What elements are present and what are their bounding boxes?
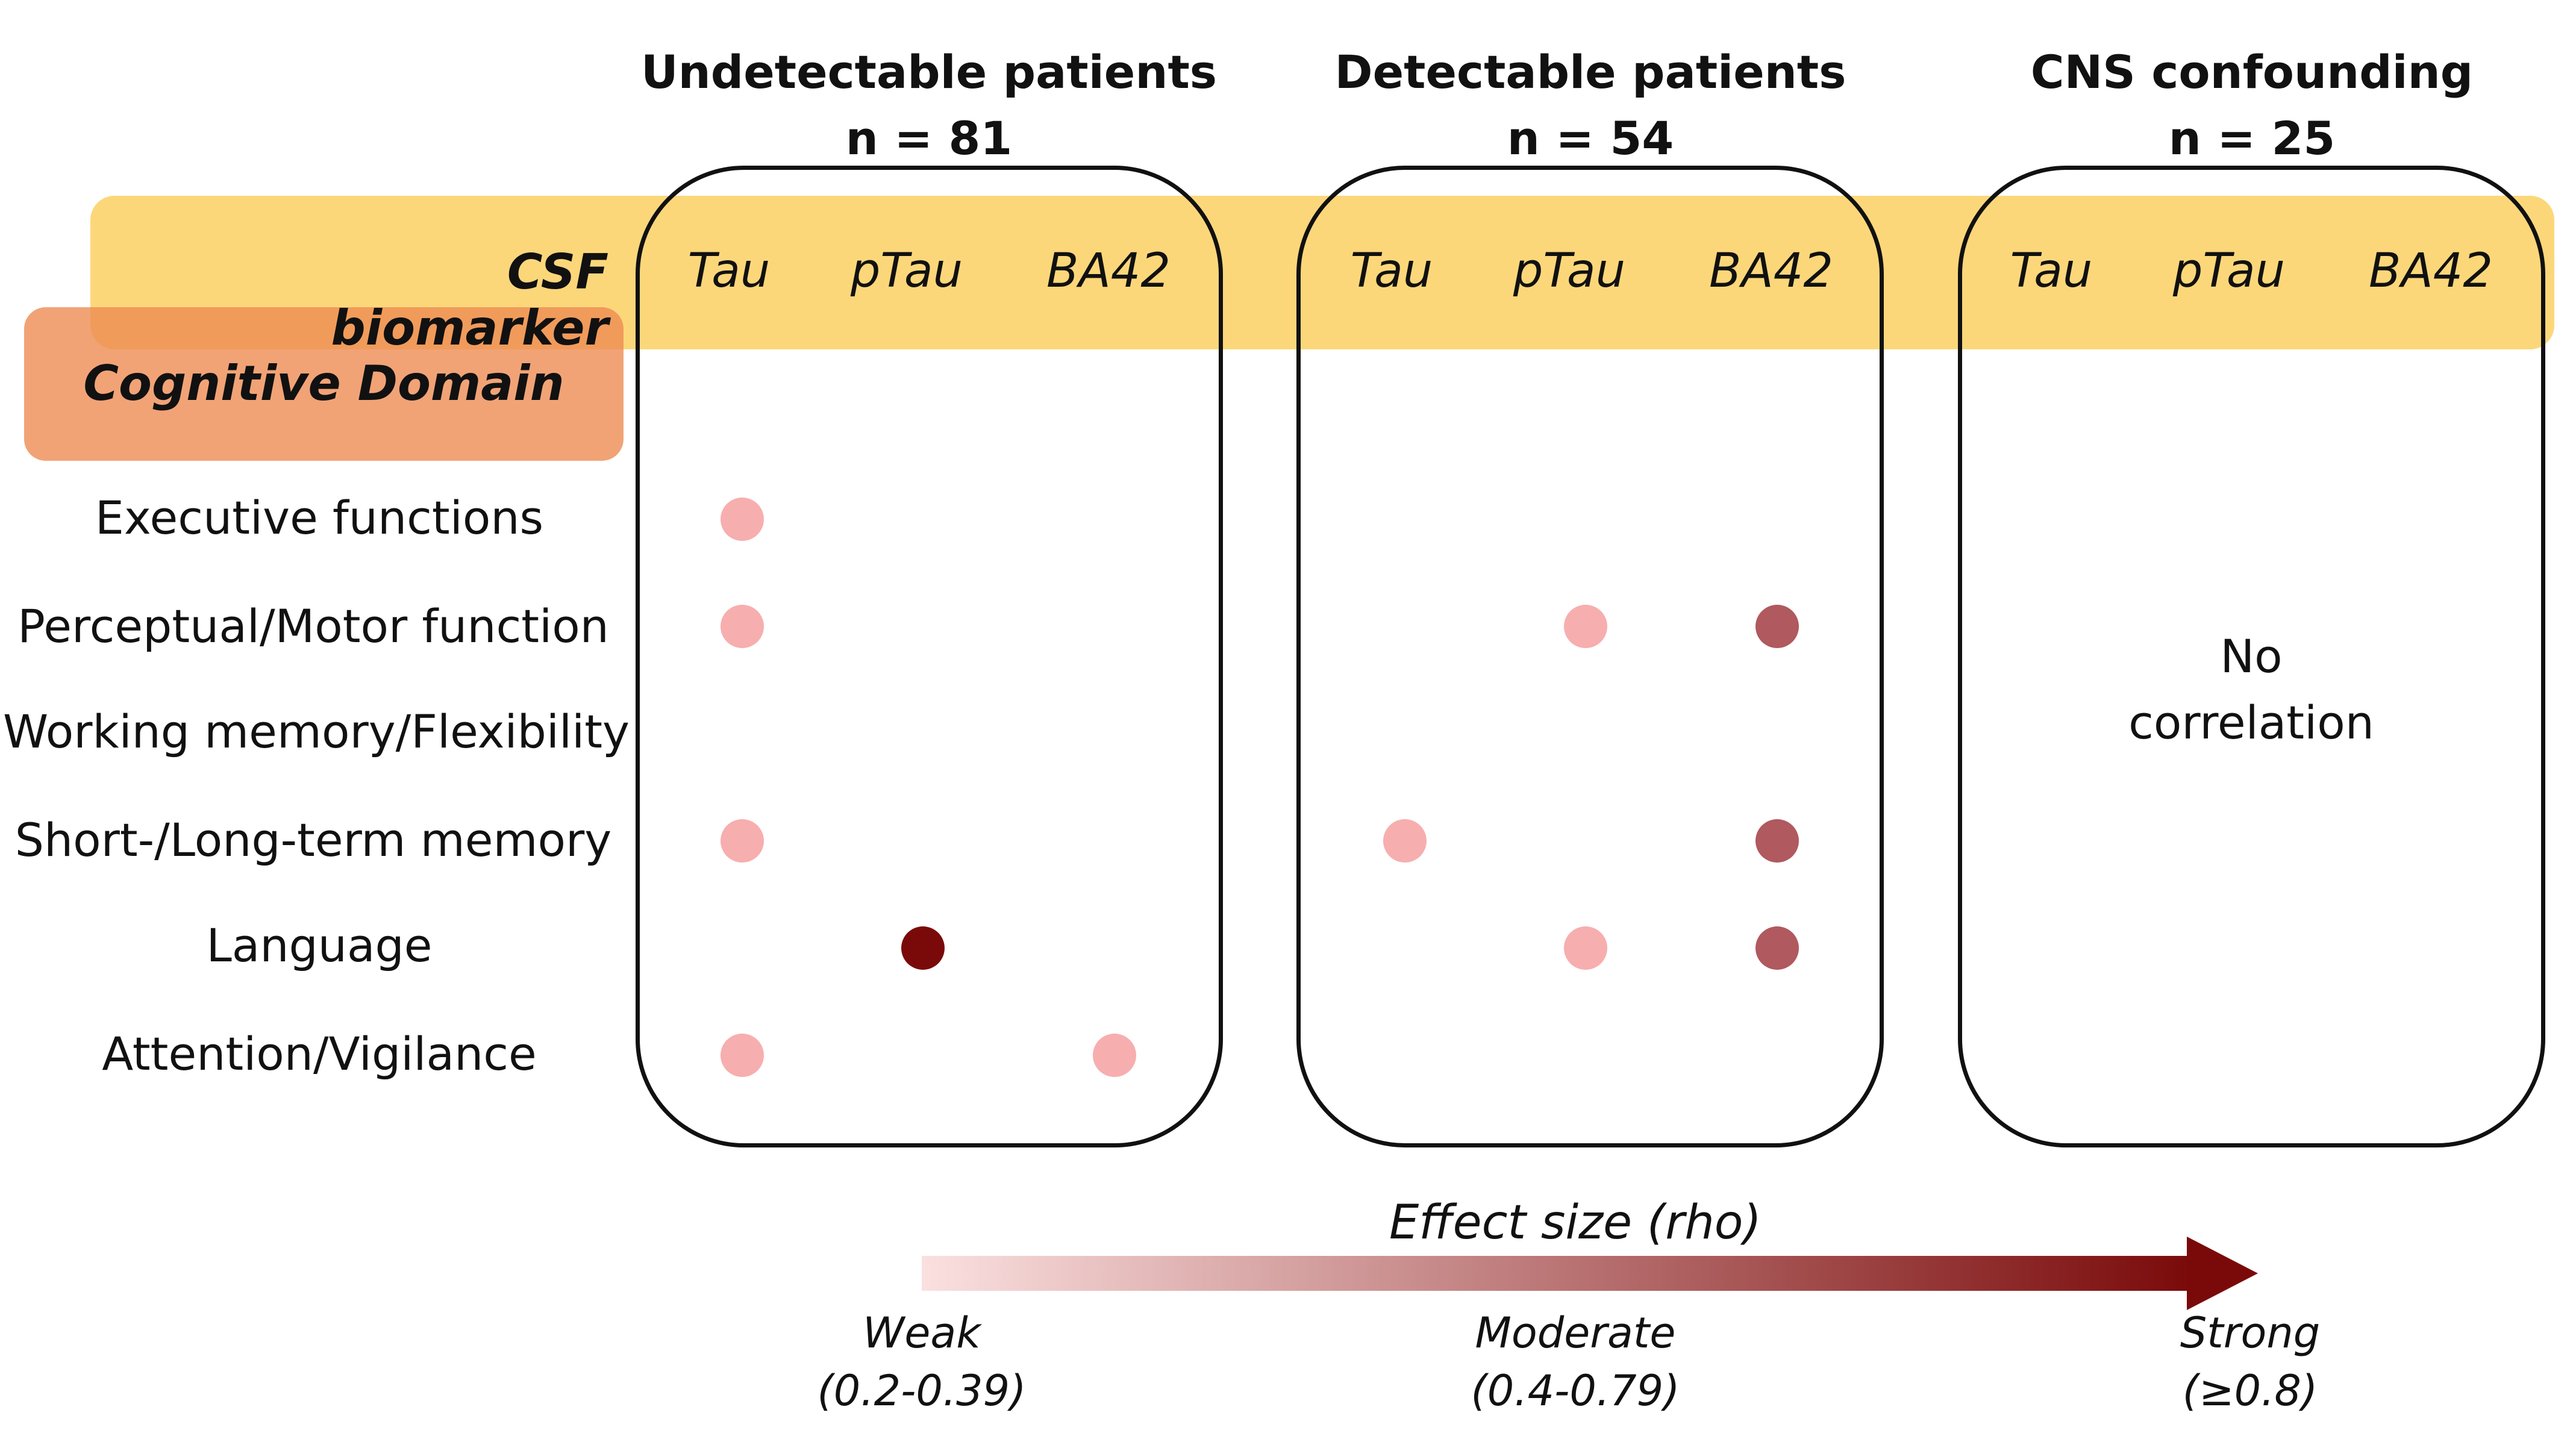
correlation-dot-moderate	[1755, 605, 1799, 648]
legend-moderate: Moderate (0.4-0.79)	[1395, 1304, 1756, 1420]
group-box-undetectable	[636, 166, 1223, 1147]
domain-language: Language	[206, 919, 433, 972]
legend-moderate-range: (0.4-0.79)	[1471, 1366, 1680, 1415]
marker-ba42-undetectable: BA42	[1046, 244, 1171, 298]
legend-strong-range: (≥0.8)	[2182, 1366, 2318, 1415]
correlation-dot-moderate	[1755, 926, 1799, 970]
group-title-detectable: Detectable patients n = 54	[1289, 39, 1892, 172]
group-title-cns-confounding: CNS confounding n = 25	[1951, 39, 2553, 172]
group-title-text: Detectable patients	[1334, 45, 1846, 99]
group-box-detectable	[1296, 166, 1884, 1147]
no-correlation-line-2: correlation	[2128, 696, 2374, 749]
marker-tau-undetectable: Tau	[687, 244, 771, 298]
domain-executive-functions: Executive functions	[95, 491, 544, 545]
group-title-undetectable: Undetectable patients n = 81	[628, 39, 1230, 172]
marker-ba42-cns: BA42	[2368, 244, 2493, 298]
legend-moderate-name: Moderate	[1475, 1308, 1676, 1358]
correlation-dot-strong	[901, 926, 945, 970]
marker-tau-cns: Tau	[2010, 244, 2093, 298]
group-title-text: Undetectable patients	[640, 45, 1218, 99]
csf-biomarker-label: CSF biomarker	[331, 244, 608, 356]
correlation-dot-weak	[1093, 1034, 1136, 1077]
effect-size-arrowhead	[2187, 1237, 2258, 1310]
legend-strong: Strong (≥0.8)	[2069, 1304, 2431, 1420]
effect-size-gradient-bar	[922, 1256, 2193, 1291]
cognitive-domain-band	[24, 307, 624, 461]
group-count-text: n = 81	[845, 111, 1013, 165]
marker-ptau-detectable: pTau	[1513, 244, 1626, 298]
correlation-dot-weak	[1383, 819, 1427, 863]
legend-title: Effect size (rho)	[1389, 1196, 1762, 1250]
domain-perceptual-motor: Perceptual/Motor function	[17, 599, 609, 653]
marker-ptau-cns: pTau	[2172, 244, 2286, 298]
no-correlation-line-1: No	[2220, 629, 2283, 683]
correlation-dot-weak	[721, 498, 764, 541]
correlation-dot-weak	[1564, 926, 1607, 970]
marker-ba42-detectable: BA42	[1708, 244, 1834, 298]
effect-size-arrow	[922, 1237, 2258, 1310]
group-count-text: n = 25	[2168, 111, 2336, 165]
domain-attention-vigilance: Attention/Vigilance	[102, 1027, 537, 1081]
legend-weak-name: Weak	[863, 1308, 981, 1358]
marker-ptau-undetectable: pTau	[850, 244, 963, 298]
group-box-cns-confounding	[1958, 166, 2545, 1147]
legend-strong-name: Strong	[2180, 1308, 2321, 1358]
correlation-dot-weak	[721, 1034, 764, 1077]
marker-tau-detectable: Tau	[1350, 244, 1433, 298]
correlation-dot-weak	[721, 605, 764, 648]
legend-weak-range: (0.2-0.39)	[817, 1366, 1027, 1415]
cognitive-domain-label: Cognitive Domain	[83, 355, 564, 411]
correlation-dot-weak	[721, 819, 764, 863]
group-title-text: CNS confounding	[2030, 45, 2474, 99]
domain-short-long-memory: Short-/Long-term memory	[14, 813, 612, 867]
correlation-dot-weak	[1564, 605, 1607, 648]
domain-working-memory: Working memory/Flexibility	[3, 705, 630, 758]
no-correlation-note: No correlation	[2040, 623, 2462, 756]
group-count-text: n = 54	[1507, 111, 1674, 165]
correlation-dot-moderate	[1755, 819, 1799, 863]
legend-weak: Weak (0.2-0.39)	[741, 1304, 1102, 1420]
